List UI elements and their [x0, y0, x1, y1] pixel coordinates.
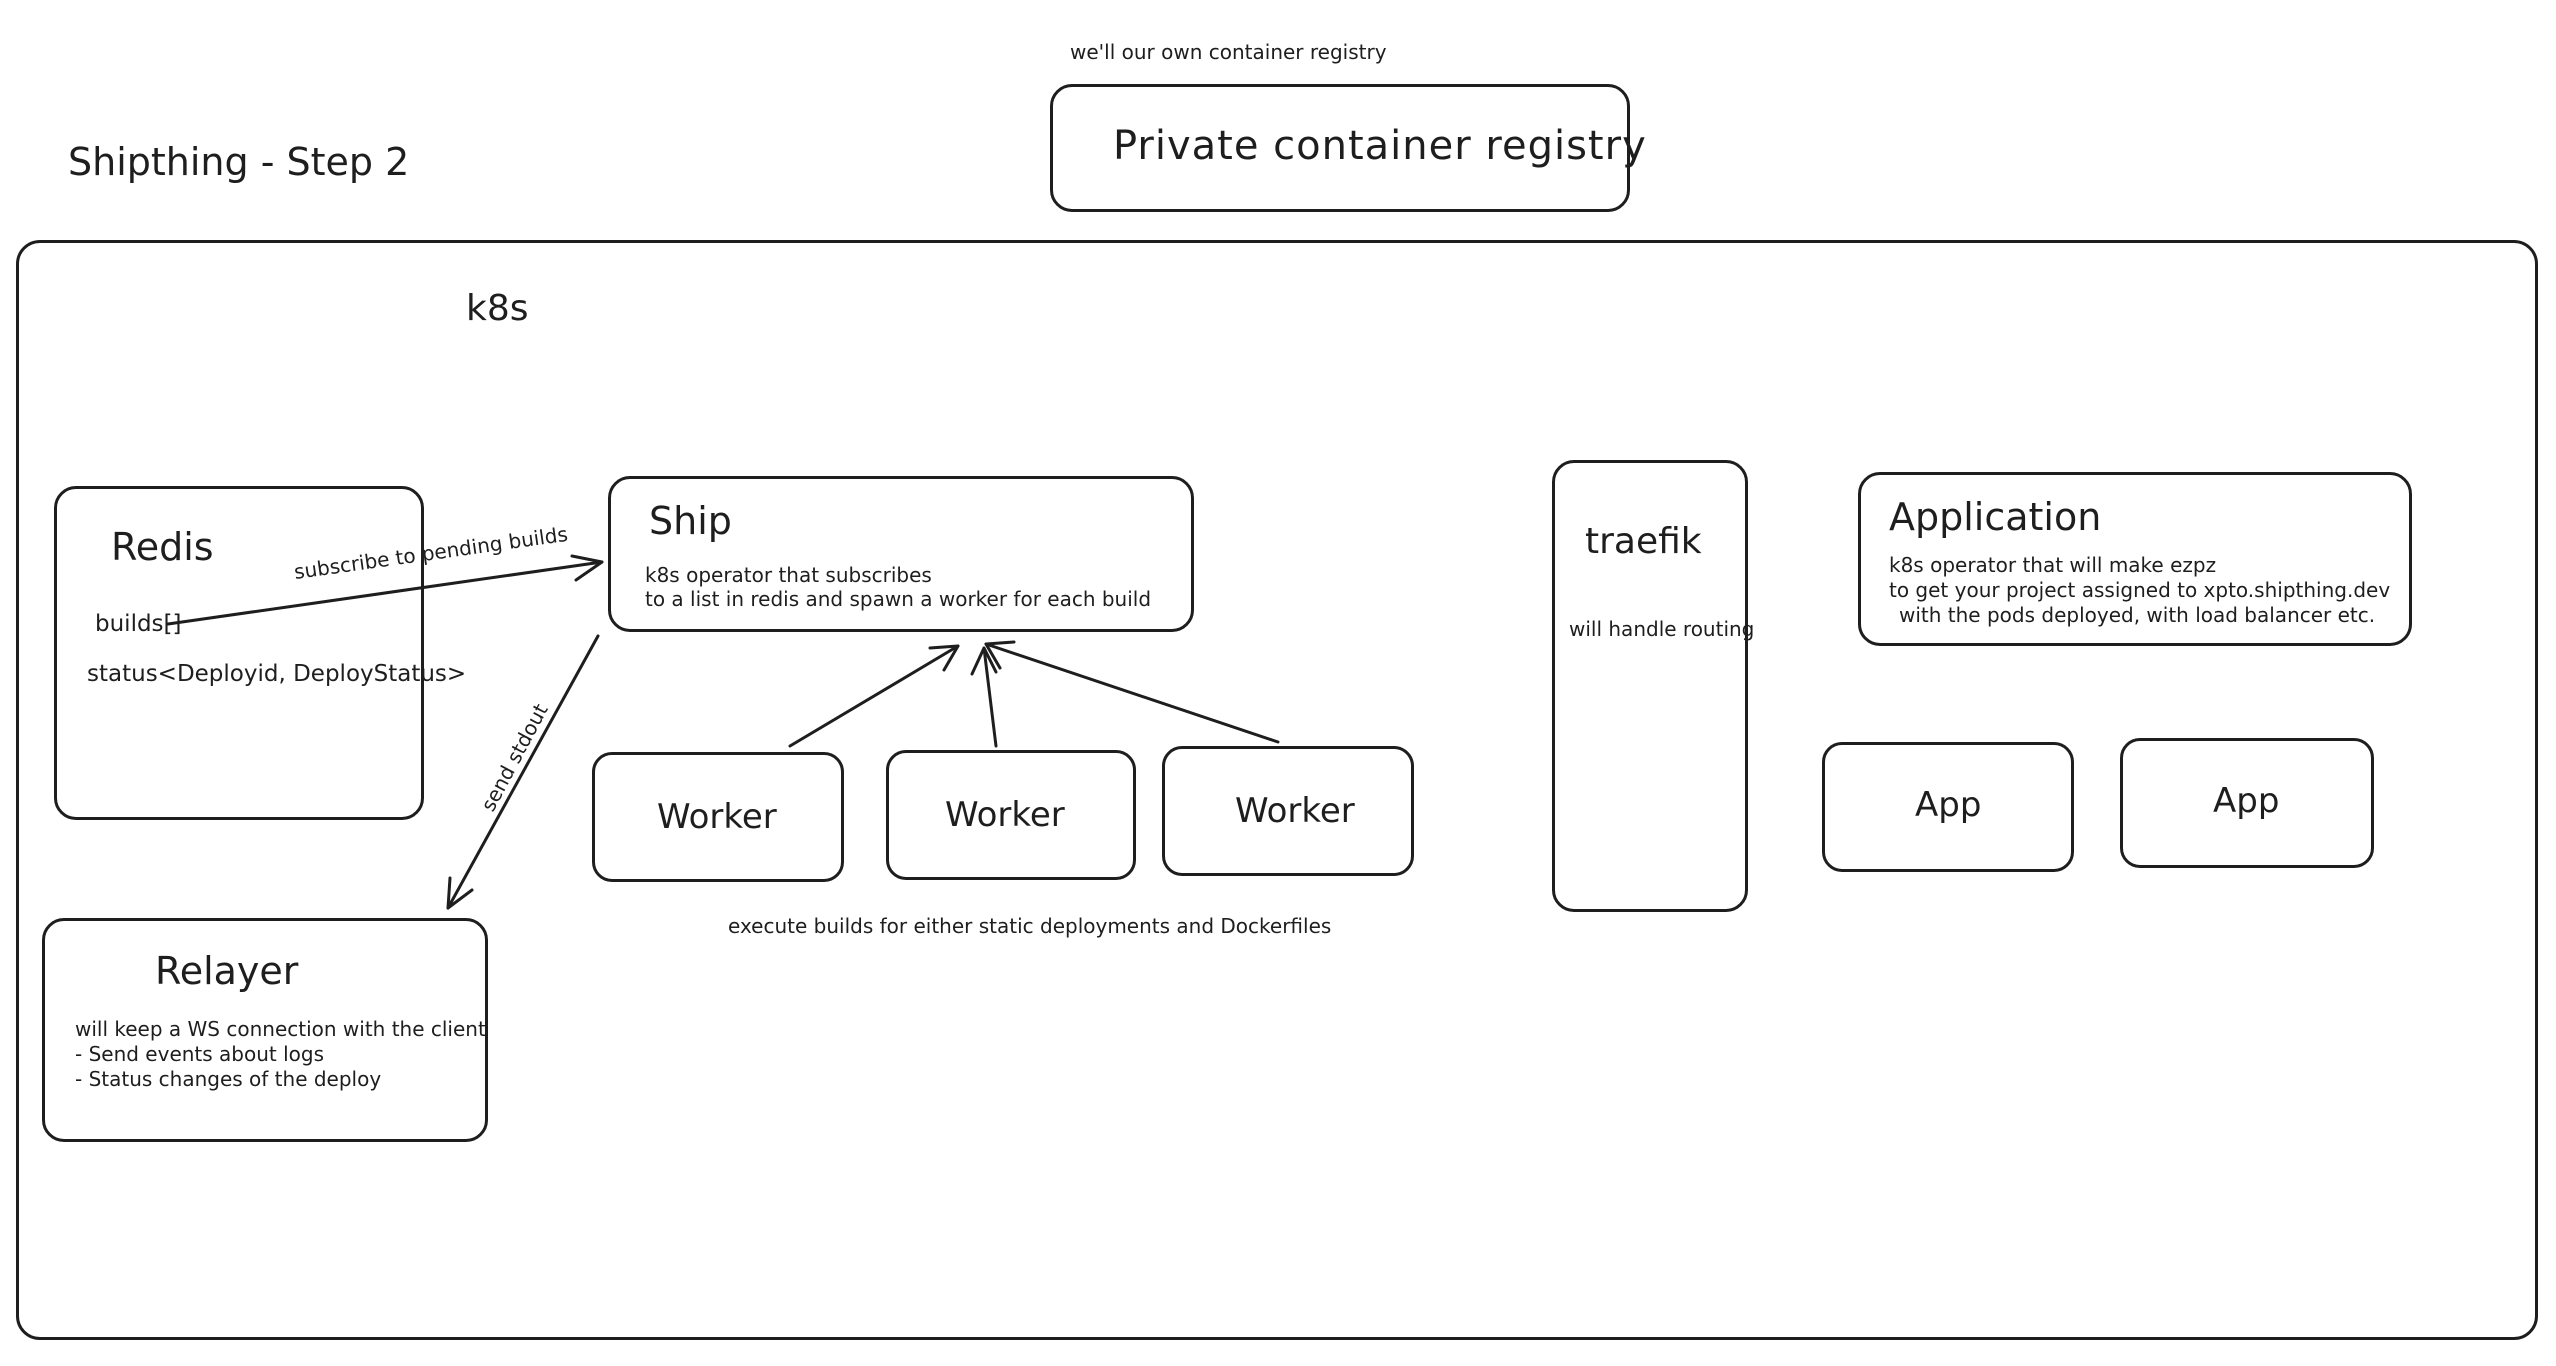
k8s-cluster-box[interactable] — [16, 240, 2538, 1340]
stdout-arrow — [446, 634, 600, 910]
worker-label: Worker — [945, 795, 1065, 835]
relayer-title: Relayer — [155, 949, 299, 993]
worker1-arrowhead — [928, 644, 960, 672]
app-box-1[interactable]: App — [1822, 742, 2074, 872]
traefik-title: traefik — [1585, 521, 1702, 562]
redis-box[interactable]: Redis builds[] status<Deployid, DeploySt… — [54, 486, 466, 820]
worker2-arrow — [982, 646, 998, 748]
app-label: App — [1915, 785, 1982, 825]
workers-note: execute builds for either static deploym… — [728, 914, 1332, 938]
worker1-arrow — [788, 644, 960, 748]
ship-box[interactable]: Ship k8s operator that subscribes to a l… — [608, 476, 1194, 632]
redis-status: status<Deployid, DeployStatus> — [87, 661, 467, 687]
app-box-2[interactable]: App — [2120, 738, 2374, 868]
worker-box-1[interactable]: Worker — [592, 752, 844, 882]
ship-desc-line1: k8s operator that subscribes — [645, 563, 932, 587]
app-label: App — [2213, 781, 2280, 821]
worker-box-3[interactable]: Worker — [1162, 746, 1414, 876]
traefik-box[interactable]: traefik will handle routing — [1552, 460, 1754, 912]
worker-label: Worker — [1235, 791, 1355, 831]
ship-title: Ship — [649, 499, 732, 543]
worker3-arrow — [984, 642, 1280, 744]
worker-label: Worker — [657, 797, 777, 837]
private-registry-box[interactable]: Private container registry — [1050, 84, 1646, 212]
application-title: Application — [1889, 495, 2102, 539]
worker-box-2[interactable]: Worker — [886, 750, 1136, 880]
traefik-note: will handle routing — [1569, 617, 1755, 641]
registry-note: we'll our own container registry — [1070, 40, 1387, 64]
private-registry-label: Private container registry — [1113, 123, 1647, 169]
k8s-label: k8s — [466, 288, 529, 329]
relayer-line3: - Status changes of the deploy — [75, 1067, 382, 1091]
worker3-arrowhead — [984, 640, 1016, 670]
subscribe-arrowhead — [570, 554, 604, 582]
application-box[interactable]: Application k8s operator that will make … — [1858, 472, 2412, 646]
diagram-title: Shipthing - Step 2 — [68, 140, 410, 184]
subscribe-arrow — [166, 560, 604, 626]
application-line3: with the pods deployed, with load balanc… — [1899, 603, 2376, 627]
relayer-box[interactable]: Relayer will keep a WS connection with t… — [42, 918, 488, 1142]
relayer-line2: - Send events about logs — [75, 1042, 325, 1066]
relayer-line1: will keep a WS connection with the clien… — [75, 1017, 486, 1041]
application-line1: k8s operator that will make ezpz — [1889, 553, 2217, 577]
worker2-arrowhead — [970, 646, 998, 676]
redis-title: Redis — [111, 525, 214, 569]
ship-desc-line2: to a list in redis and spawn a worker fo… — [645, 587, 1152, 611]
stdout-arrowhead — [446, 876, 474, 910]
application-line2: to get your project assigned to xpto.shi… — [1889, 578, 2391, 602]
